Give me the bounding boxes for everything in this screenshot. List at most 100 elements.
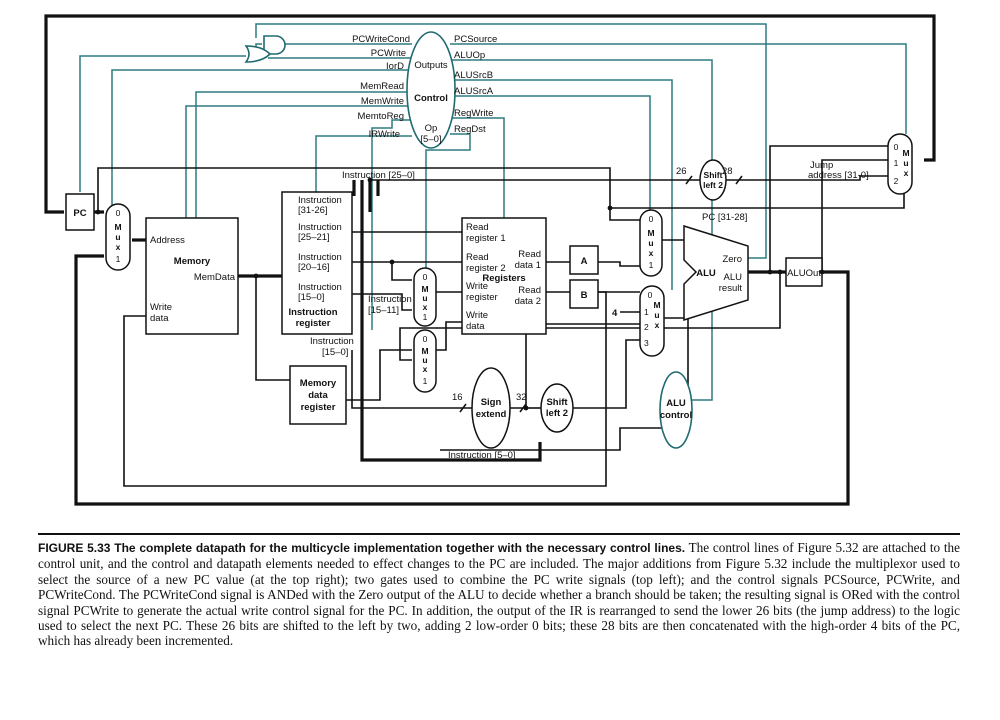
regdst-mux: 0 M u x 1 (413, 267, 437, 327)
shift-left-2-l1-text: Shift (546, 397, 568, 408)
pc-31-28-label: PC [31-28] (702, 212, 747, 223)
alusrcb-mux: 0 1 2 3 M u x (639, 285, 665, 357)
signal-memread: MemRead (360, 81, 404, 92)
instruction-15-0-l2: [15–0] (322, 347, 348, 358)
control-outputs-label: Outputs (414, 60, 448, 71)
memory-data-label: data (150, 313, 169, 324)
memory-unit: Address Memory MemData Write data (145, 217, 239, 335)
ir-f2-text: Instruction (298, 222, 342, 233)
mux-x-text: x (904, 168, 909, 178)
instruction-register: Instruction [31-26] Instruction [25–21] … (281, 191, 353, 335)
mux-u-text: u (903, 158, 908, 168)
mux-m-text: M (653, 300, 660, 310)
mux-m-text: M (902, 148, 909, 158)
instruction-25-0-label: Instruction [25–0] (342, 170, 415, 181)
control-op-label: Op (425, 123, 438, 134)
signal-iord: IorD (386, 61, 404, 72)
mux-zero-text: 0 (894, 142, 899, 152)
mux-x-text: x (655, 320, 660, 330)
mux-u-text: u (422, 293, 427, 303)
registers-wra-text: Write (466, 281, 488, 292)
figure-caption-body: The control lines of Figure 5.32 are att… (38, 540, 960, 649)
signal-alusrcb: ALUSrcB (454, 70, 493, 81)
mux-zero-text: 0 (423, 272, 428, 282)
mux-x-text: x (649, 248, 654, 258)
ir-f1-text: Instruction (298, 195, 342, 206)
registers-title-text: Registers (482, 273, 525, 284)
mdr-l2-text: data (308, 390, 328, 401)
instruction-15-11-l1: Instruction (368, 294, 412, 305)
mux-zero-text: 0 (116, 208, 121, 218)
reg-a-text: A (581, 256, 588, 267)
signal-pcsource: PCSource (454, 34, 497, 45)
register-b: B (569, 279, 599, 309)
ir-f3-text: Instruction (298, 252, 342, 263)
mux-zero-text: 0 (423, 334, 428, 344)
mux-one-text: 1 (423, 376, 428, 386)
instruction-15-0-l1: Instruction (310, 336, 354, 347)
control-op-bits: [5–0] (420, 134, 441, 145)
constant-four: 4 (612, 308, 618, 319)
bit-width-ticks (459, 175, 743, 413)
shift-left-2-top-l1-text: Shift (704, 170, 723, 180)
mux-m-text: M (421, 346, 428, 356)
signal-pcwrite: PCWrite (371, 48, 406, 59)
datapath-diagram: Outputs Control Op [5–0] PCWriteCond PCW… (44, 14, 936, 506)
reg-b-text: B (581, 290, 588, 301)
registers-rd1a-text: Read (518, 249, 541, 260)
alu-result1-text: ALU (724, 272, 743, 283)
signal-irwrite: IRWrite (369, 129, 400, 140)
figure-caption-label: FIGURE 5.33 The complete datapath for th… (38, 541, 686, 555)
ir-f1b-text: [31-26] (298, 205, 328, 216)
mux-x-text: x (116, 242, 121, 252)
mux-one-text: 1 (649, 260, 654, 270)
figure-caption: FIGURE 5.33 The complete datapath for th… (38, 540, 960, 649)
data-wires (44, 14, 936, 506)
alusrca-mux: 0 M u x 1 (639, 209, 663, 277)
registers-rd2b-text: data 2 (515, 296, 541, 307)
registers-rr2a-text: Read (466, 252, 489, 263)
instruction-15-11-l2: [15–11] (368, 305, 399, 316)
registers-rr1b-text: register 1 (466, 233, 506, 244)
pc-label: PC (73, 208, 86, 219)
ir-title2-text: register (296, 318, 331, 329)
memory-title: Memory (174, 256, 211, 267)
instruction-5-0-label: Instruction [5–0] (448, 450, 516, 461)
address-mux: 0 M u x 1 (105, 203, 131, 271)
mux-u-text: u (654, 310, 659, 320)
control-unit: Outputs Control Op [5–0] (406, 31, 456, 149)
register-a: A (569, 245, 599, 275)
ir-f3b-text: [20–16] (298, 262, 330, 273)
aluout-text: ALUOut (787, 268, 821, 279)
sign-extend: Sign extend (471, 367, 511, 449)
sign-extend-l1-text: Sign (481, 397, 502, 408)
mux-one-text: 1 (423, 312, 428, 322)
mux-u-text: u (115, 232, 120, 242)
signal-memwrite: MemWrite (361, 96, 404, 107)
alu-zero-text: Zero (722, 254, 742, 265)
mux-zero-text: 0 (648, 290, 653, 300)
control-signal-labels: PCWriteCond PCWrite IorD MemRead MemWrit… (352, 34, 497, 140)
pcsource-mux: 0 1 2 M u x (887, 133, 913, 195)
shift-left-2-top-l2-text: left 2 (703, 180, 723, 190)
mux-m-text: M (647, 228, 654, 238)
registers-rd1b-text: data 1 (515, 260, 541, 271)
signal-regwrite: RegWrite (454, 108, 493, 119)
shift-left-2: Shift left 2 (540, 383, 574, 433)
register-file: Read register 1 Read register 2 Register… (461, 217, 547, 335)
sign-extend-l2-text: extend (476, 409, 507, 420)
alu-control-l2-text: control (660, 410, 692, 421)
pc-register: PC (65, 193, 95, 231)
mux-u-text: u (648, 238, 653, 248)
memory-write-label: Write (150, 302, 172, 313)
width-28: 28 (722, 166, 733, 177)
signal-aluop: ALUOp (454, 50, 485, 61)
control-lines (79, 23, 907, 401)
registers-wrb-text: register (466, 292, 498, 303)
memory-memdata-label: MemData (194, 272, 236, 283)
registers-wdb-text: data (466, 321, 485, 332)
or-gate (244, 45, 272, 63)
alu-control: ALU control (659, 371, 693, 449)
signal-memtoreg: MemtoReg (358, 111, 404, 122)
